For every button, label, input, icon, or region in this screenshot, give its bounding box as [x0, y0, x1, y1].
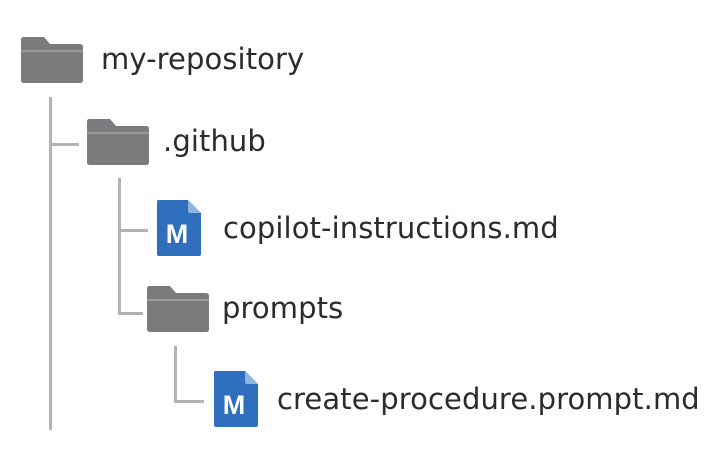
- folder-icon: [145, 283, 211, 333]
- svg-text:M: M: [223, 390, 246, 420]
- folder-icon: [85, 116, 151, 166]
- markdown-file-icon: M: [212, 369, 260, 429]
- tree-node-root[interactable]: my-repository: [19, 34, 304, 84]
- tree-node-label: prompts: [222, 290, 344, 325]
- tree-node-create-procedure-prompt[interactable]: M create-procedure.prompt.md: [212, 369, 700, 429]
- tree-node-label: .github: [163, 123, 266, 158]
- tree-node-github[interactable]: .github: [85, 116, 266, 166]
- svg-text:M: M: [166, 219, 189, 249]
- github-connector-horizontal: [49, 143, 79, 146]
- prompts-connector-vertical: [174, 346, 177, 403]
- prompt-file-connector-horizontal: [174, 400, 204, 403]
- prompts-connector-horizontal: [118, 312, 143, 315]
- root-connector-vertical: [49, 97, 52, 430]
- tree-node-prompts[interactable]: prompts: [145, 283, 343, 333]
- copilot-connector-horizontal: [118, 229, 148, 232]
- tree-node-label: copilot-instructions.md: [223, 210, 559, 245]
- tree-node-label: my-repository: [101, 41, 305, 76]
- github-connector-vertical: [118, 178, 121, 315]
- folder-icon: [19, 34, 85, 84]
- markdown-file-icon: M: [155, 198, 203, 258]
- tree-node-copilot-instructions[interactable]: M copilot-instructions.md: [155, 198, 559, 258]
- tree-node-label: create-procedure.prompt.md: [277, 381, 700, 416]
